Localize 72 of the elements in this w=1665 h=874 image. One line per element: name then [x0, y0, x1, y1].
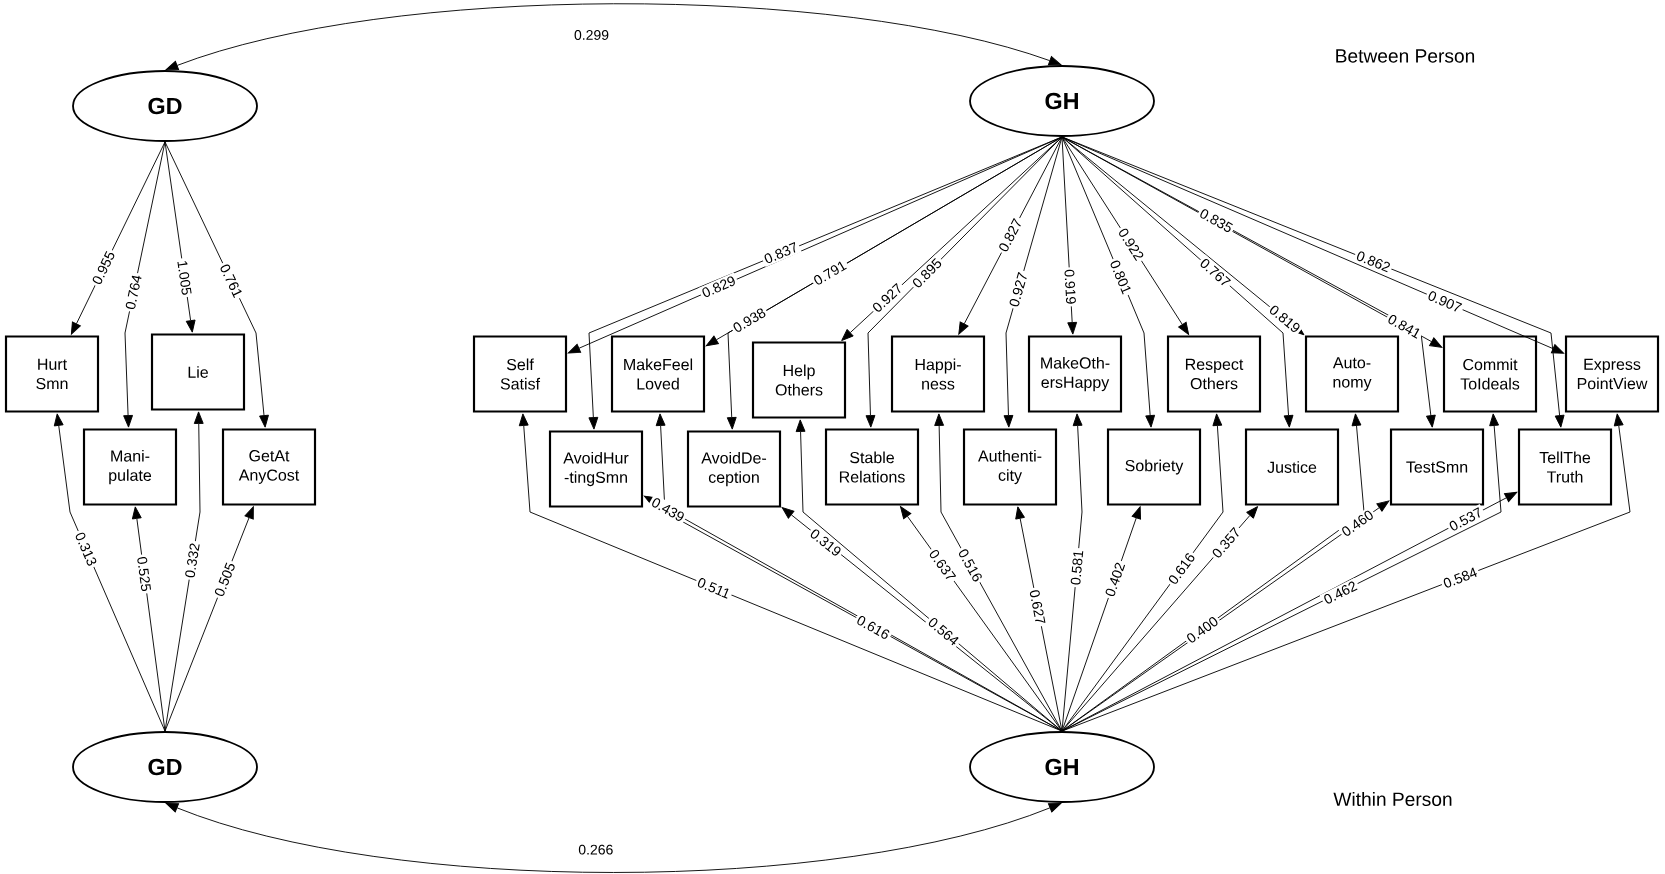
edge-label: 0.299	[572, 28, 612, 42]
edge-label: 0.581	[1068, 547, 1086, 588]
indicator-box: Authenti- city	[962, 428, 1058, 506]
arrow	[164, 411, 204, 732]
indicator-box: Hurt Smn	[4, 335, 100, 413]
indicator-box: Happi- ness	[890, 335, 986, 413]
indicator-box: AvoidDe- ception	[686, 430, 782, 508]
arrow	[53, 413, 166, 732]
edge-label: 0.764	[122, 271, 145, 313]
indicator-box: GetAt AnyCost	[221, 428, 317, 506]
arrow	[1061, 136, 1190, 335]
edge-label: 0.505	[211, 558, 239, 601]
edge-label: 0.439	[647, 493, 689, 526]
arrow	[131, 506, 166, 732]
level-label: Within Person	[1333, 792, 1452, 807]
arrow	[1061, 413, 1224, 732]
arrow	[1061, 136, 1565, 354]
level-label: Between Person	[1336, 49, 1475, 63]
indicator-box: Mani- pulate	[82, 428, 178, 506]
arrow	[1061, 136, 1156, 428]
arrow	[795, 419, 1063, 732]
arrow	[1061, 136, 1078, 335]
edge-label: 0.511	[693, 574, 734, 602]
edge-label: 0.862	[1352, 247, 1395, 276]
arrow	[164, 506, 254, 732]
arrow	[900, 506, 1063, 732]
indicator-box: AvoidHur -tingSmn	[548, 430, 644, 508]
indicator-box: MakeFeel Loved	[610, 335, 706, 413]
indicator-box: Lie	[150, 333, 246, 411]
edge-label: 0.313	[71, 528, 101, 570]
indicator-box: Self Satisf	[472, 335, 568, 413]
edge-label: 0.584	[1439, 564, 1481, 592]
arrow	[164, 141, 269, 428]
indicator-box: Stable Relations	[824, 428, 920, 506]
arrow	[518, 413, 1063, 732]
edge-label: 0.835	[1195, 205, 1237, 237]
arrow	[934, 413, 1063, 732]
arrow	[1061, 491, 1518, 732]
edge-label: 0.627	[1026, 586, 1049, 628]
indicator-box: Express PointView	[1564, 335, 1660, 413]
edge-label: 0.462	[1319, 577, 1361, 608]
edge-label: 0.919	[1062, 266, 1079, 307]
edge-label: 0.827	[995, 214, 1026, 256]
indicator-box: Respect Others	[1166, 335, 1262, 413]
indicator-box: MakeOth- ersHappy	[1027, 335, 1123, 413]
edge-label: 1.005	[174, 257, 195, 298]
edge-label: 0.829	[698, 272, 740, 301]
arrow	[165, 802, 1062, 873]
indicator-box: Justice	[1244, 428, 1340, 506]
indicator-box: TellThe Truth	[1517, 428, 1613, 506]
edge-label: 0.837	[760, 239, 802, 267]
edge-label: 0.402	[1102, 558, 1128, 601]
arrow	[588, 136, 1063, 430]
arrow	[123, 141, 166, 428]
edge-label: 0.266	[576, 842, 616, 857]
edge-label: 0.927	[1006, 268, 1031, 311]
indicator-box: Sobriety	[1106, 428, 1202, 506]
indicator-box: Help Others	[751, 341, 847, 419]
edge-label: 0.955	[88, 247, 119, 289]
arrow	[1061, 413, 1083, 732]
edge-label: 0.761	[216, 260, 246, 302]
edge-label: 0.332	[182, 540, 203, 581]
edge-label: 0.525	[134, 553, 154, 595]
indicator-box: Auto- nomy	[1304, 335, 1400, 413]
arrow	[1061, 506, 1141, 732]
edge-label: 0.907	[1424, 287, 1466, 316]
edge-label: 0.616	[852, 611, 894, 643]
indicator-box: Commit ToIdeals	[1442, 335, 1538, 413]
arrow	[865, 136, 1063, 428]
arrow	[165, 3, 1062, 71]
arrow	[1015, 506, 1063, 732]
arrow	[1061, 506, 1259, 732]
